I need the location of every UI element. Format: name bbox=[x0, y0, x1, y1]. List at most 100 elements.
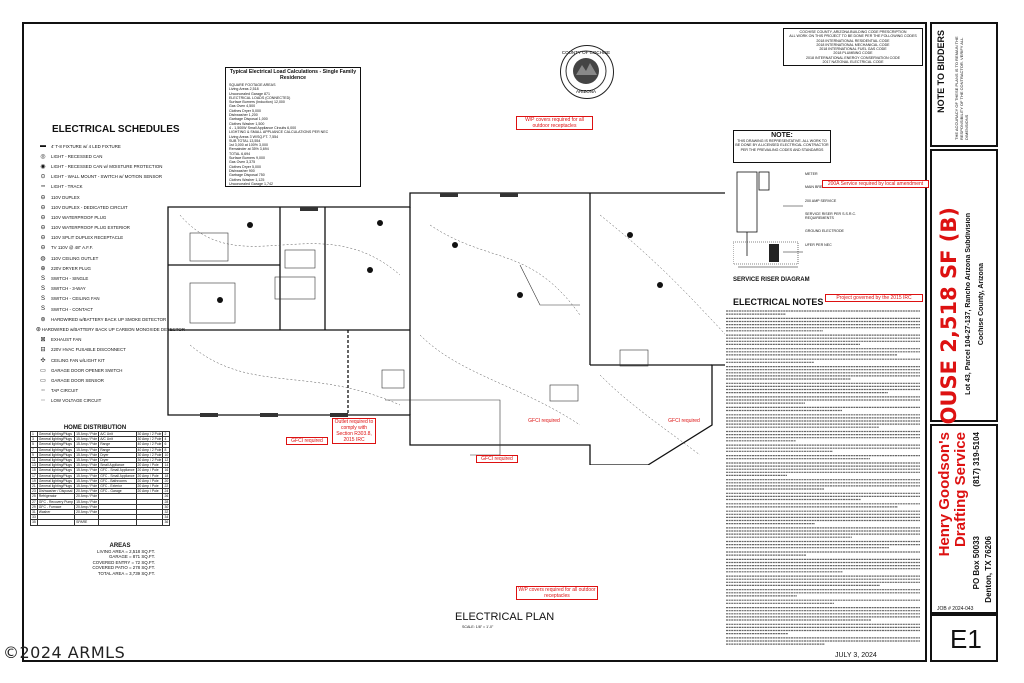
note-box: NOTE: THIS DRAWING IS REPRESENTATIVE. AL… bbox=[733, 130, 831, 163]
table-cell: General lighting/Plugs bbox=[36, 441, 76, 448]
note-gfci-4: GFCI required bbox=[665, 418, 703, 424]
note-gfci-3: GFCI required bbox=[526, 418, 562, 424]
riser-label: SERVICE RISER PER S.S.R.C. REQUIREMENTS bbox=[805, 211, 857, 221]
table-cell: 20 Amp / Pole bbox=[74, 503, 100, 511]
duplex-outlet-icon: ⊖ bbox=[40, 194, 46, 201]
table-cell: 14 bbox=[162, 462, 171, 469]
track-light-icon: ┅ bbox=[41, 184, 45, 191]
switch-icon: S bbox=[40, 275, 45, 282]
legend-label: TV 110V @ 48" A.F.F. bbox=[51, 245, 94, 251]
tv-outlet-icon: ⊖ bbox=[40, 245, 46, 252]
electrical-notes-text bbox=[724, 307, 922, 650]
table-cell: 20 Amp / Pole bbox=[135, 483, 164, 490]
table-cell: GFC - Bathrooms bbox=[98, 477, 137, 485]
company-po: PO Box 50033 bbox=[972, 536, 981, 590]
title-block-company: Henry Goodson's Drafting Service (817) 3… bbox=[930, 424, 998, 614]
table-cell: 12 bbox=[162, 456, 171, 464]
sheet-number: E1 bbox=[950, 624, 982, 654]
table-cell: General lighting/Plugs bbox=[36, 436, 76, 443]
table-cell: 15 Amp / Pole bbox=[74, 472, 100, 479]
load-calc-line: Surface Burners (Induction) 12,000 bbox=[229, 100, 285, 105]
table-cell: 20 Amp / Pole bbox=[135, 488, 164, 495]
ceiling-fan-icon: ✣ bbox=[40, 357, 46, 364]
legend-label: LIGHT - WALL MOUNT - SWITCH w/ MOTION SE… bbox=[51, 174, 162, 180]
table-cell: 16 bbox=[162, 467, 171, 474]
legend-label: HARDWIRED w/BATTERY BACK UP SMOKE DETECT… bbox=[51, 316, 167, 322]
table-cell: General lighting/Plugs bbox=[36, 446, 76, 453]
schedules-legend: ▬4' T-8 FIXTURE w/ 4 LED FIXTURE◎LIGHT -… bbox=[35, 141, 185, 406]
riser-label: METER bbox=[805, 172, 818, 176]
table-cell: General lighting/Plugs bbox=[36, 477, 76, 485]
table-cell bbox=[135, 519, 164, 526]
legend-row: ⊖110V WATERPROOF PLUG EXTERIOR bbox=[35, 223, 185, 233]
table-cell bbox=[36, 519, 76, 526]
ceiling-outlet-icon: ◍ bbox=[40, 255, 46, 262]
company-name-2: Drafting Service bbox=[952, 432, 969, 548]
areas-title: AREAS bbox=[109, 543, 131, 549]
table-cell: 24 bbox=[162, 488, 171, 495]
legend-label: GARAGE DOOR SENSOR bbox=[51, 377, 104, 383]
waterproof-outlet-icon: ⊖ bbox=[40, 214, 46, 221]
legend-row: ⊖110V SPLIT DUPLEX RECEPTACLE bbox=[35, 233, 185, 243]
load-calc-line: ELECTRICAL LOADS (CONNECTED) bbox=[229, 95, 291, 100]
fluorescent-fixture-icon: ▬ bbox=[40, 143, 46, 150]
table-cell: GFC - Exterior bbox=[98, 483, 137, 490]
plan-title: ELECTRICAL PLAN bbox=[455, 611, 555, 623]
table-cell: 26 bbox=[162, 493, 171, 500]
legend-label: LIGHT - RECESSED CAN bbox=[51, 153, 103, 159]
table-cell: GFC - Furnace bbox=[36, 503, 76, 511]
legend-label: HARDWIRED w/BATTERY BACK UP CARBON MONOX… bbox=[41, 326, 185, 332]
company-phone: (817) 319-5104 bbox=[972, 432, 981, 487]
load-calc-line: Remainder at 35% 3,694 bbox=[229, 147, 269, 152]
table-cell: 20 bbox=[162, 477, 171, 485]
legend-row: ⊛HARDWIRED w/BATTERY BACK UP SMOKE DETEC… bbox=[35, 314, 185, 324]
contact-switch-icon: S bbox=[40, 306, 45, 313]
load-calc-line: Living Areas 2,518 bbox=[229, 87, 259, 92]
table-cell: 35 bbox=[30, 519, 38, 526]
legend-label: SWITCH - 3-WAY bbox=[51, 286, 86, 292]
table-cell: Small Appliance bbox=[98, 462, 137, 469]
load-calc-line: Clothes Washer 1,500 bbox=[229, 121, 265, 126]
exterior-outlet-icon: ⊖ bbox=[40, 225, 46, 232]
table-cell: 15 Amp / Pole bbox=[74, 462, 100, 469]
code-note-line: 2018 PLUMBING CODE bbox=[833, 51, 873, 56]
table-cell: 22 bbox=[162, 483, 171, 490]
code-note-line: 2018 INTERNATIONAL FUEL GAS CODE bbox=[819, 47, 887, 52]
table-cell: SPARE bbox=[74, 519, 100, 526]
load-calc-title: Typical Electrical Load Calculations - S… bbox=[229, 69, 357, 81]
area-row: COVERED ENTRY = 72 SQ.FT. bbox=[92, 559, 155, 565]
legend-label: SWITCH - CONTACT bbox=[51, 306, 94, 312]
table-cell: General lighting/Plugs bbox=[36, 462, 76, 469]
table-cell: 15 Amp / Pole bbox=[74, 498, 100, 505]
table-cell: 15 Amp / Pole bbox=[74, 436, 100, 443]
table-cell: 40 Amp / 2 Pole bbox=[135, 441, 164, 448]
legend-label: 110V SPLIT DUPLEX RECEPTACLE bbox=[51, 235, 124, 241]
table-cell: 34 bbox=[162, 514, 171, 521]
load-calc-line: Gas Oven 3,375 bbox=[229, 160, 256, 165]
table-cell: 10 bbox=[162, 451, 171, 459]
legend-label: SWITCH - SINGLE bbox=[51, 276, 89, 282]
table-cell: 30 Amp / 2 Pole bbox=[135, 436, 164, 443]
table-cell: 30 bbox=[162, 503, 171, 511]
load-calc-line: Clothes Dryer 5,000 bbox=[229, 108, 261, 113]
load-calc-line: Unconcealed Garage 1,742 bbox=[229, 181, 273, 186]
load-calc-line: 4 - 1,500W Small Appliance Circuits 6,00… bbox=[229, 125, 297, 130]
low-voltage-icon: ┈ bbox=[41, 398, 45, 405]
area-row: COVERED PATIO = 278 SQ.FT. bbox=[92, 565, 155, 571]
circuit-line-icon: ╌ bbox=[41, 388, 45, 395]
table-cell: 15 Amp / Pole bbox=[74, 467, 100, 474]
electrical-notes-title: ELECTRICAL NOTES bbox=[733, 297, 824, 307]
dedicated-outlet-icon: ⊖ bbox=[40, 204, 46, 211]
title-block-sheet: E1 bbox=[930, 614, 998, 662]
load-calc-line: Clothes Washer 1,125 bbox=[229, 177, 265, 182]
house-title: HOUSE 2,518 SF (B) bbox=[937, 207, 961, 442]
lot-info: Lot 43, Parcel 104-27-137, Rancho Arizon… bbox=[965, 213, 972, 395]
code-note-line: ALL WORK ON THIS PROJECT TO BE DONE PER … bbox=[789, 34, 917, 39]
